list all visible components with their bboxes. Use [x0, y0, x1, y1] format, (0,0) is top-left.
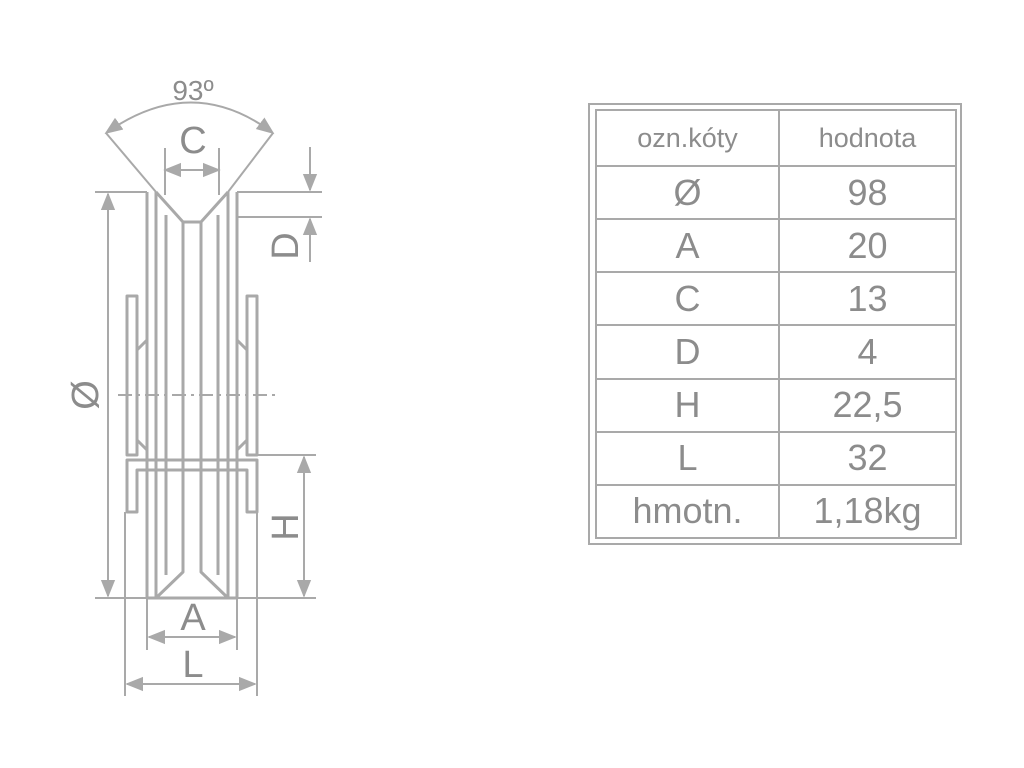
holder-channel: [125, 458, 259, 514]
table-row: A 20: [595, 218, 957, 274]
spec-table-grid: ozn.kóty hodnota Ø 98 A 20 C 13 D 4 H 22…: [595, 109, 957, 540]
bracket-left: [125, 294, 139, 457]
row-key: H: [595, 377, 780, 433]
row-value: 1,18kg: [778, 483, 957, 540]
row-value: 20: [778, 218, 957, 274]
row-key: D: [595, 324, 780, 380]
table-row: H 22,5: [595, 377, 957, 433]
row-key: C: [595, 271, 780, 327]
bottom-groove: [154, 470, 230, 600]
row-value: 32: [778, 430, 957, 486]
spec-table: ozn.kóty hodnota Ø 98 A 20 C 13 D 4 H 22…: [588, 103, 962, 545]
row-value: 13: [778, 271, 957, 327]
a-label: A: [180, 597, 206, 639]
table-row: C 13: [595, 271, 957, 327]
table-header-row: ozn.kóty hodnota: [595, 109, 957, 167]
row-value: 98: [778, 164, 957, 221]
c-label: C: [179, 120, 206, 162]
row-key: hmotn.: [595, 483, 780, 540]
l-label: L: [182, 644, 203, 686]
header-value: hodnota: [778, 109, 957, 167]
bracket-right: [245, 294, 259, 457]
angle-label: 93º: [172, 75, 213, 106]
table-row: D 4: [595, 324, 957, 380]
row-key: A: [595, 218, 780, 274]
d-label: D: [265, 232, 307, 259]
row-key: Ø: [595, 164, 780, 221]
row-value: 22,5: [778, 377, 957, 433]
angle-arc: [104, 101, 275, 135]
header-dimension: ozn.kóty: [595, 109, 780, 167]
h-label: H: [265, 513, 307, 540]
table-row: hmotn. 1,18kg: [595, 483, 957, 540]
table-row: Ø 98: [595, 164, 957, 221]
table-row: L 32: [595, 430, 957, 486]
row-value: 4: [778, 324, 957, 380]
diameter-label: Ø: [65, 380, 107, 410]
row-key: L: [595, 430, 780, 486]
